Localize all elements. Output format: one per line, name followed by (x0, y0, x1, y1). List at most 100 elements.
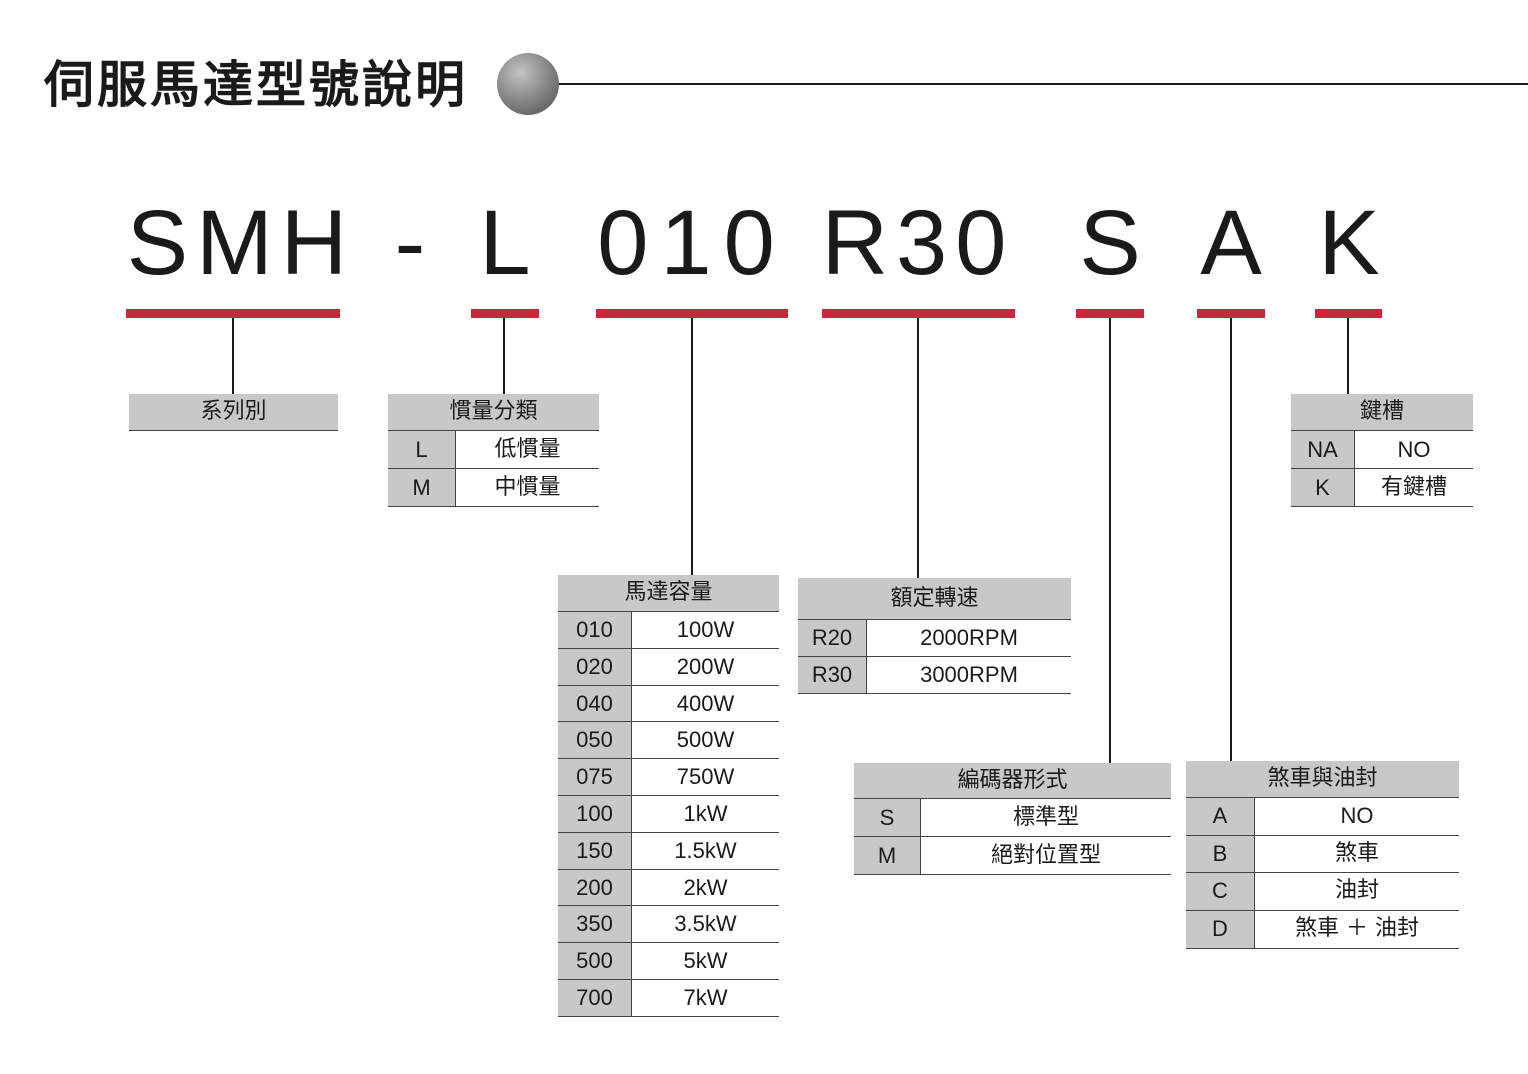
option-code: 040 (558, 685, 631, 722)
option-code: R20 (798, 620, 866, 656)
underline-inertia (471, 309, 539, 318)
option-code: 350 (558, 906, 631, 943)
table-header: 鍵槽 (1291, 394, 1473, 431)
option-code: 700 (558, 980, 631, 1016)
connector-capacity (691, 318, 693, 575)
connector-encoder (1109, 318, 1111, 763)
table-header: 系列別 (129, 394, 338, 431)
option-value: 2kW (631, 869, 779, 906)
row-divider (558, 831, 779, 833)
option-value: 100W (631, 612, 779, 648)
option-value: 3.5kW (631, 906, 779, 943)
option-value: NO (1354, 431, 1473, 468)
underline-keyway (1315, 309, 1382, 318)
row-divider (1291, 468, 1473, 469)
row-divider (558, 758, 779, 760)
connector-inertia (503, 318, 505, 395)
code-speed: R30 (821, 192, 1015, 294)
row-divider (1186, 947, 1459, 949)
option-value: 400W (631, 685, 779, 722)
option-code: 200 (558, 869, 631, 906)
option-code: K (1291, 469, 1354, 506)
table-header: 煞車與油封 (1186, 761, 1459, 798)
row-divider (558, 978, 779, 980)
option-value: 750W (631, 759, 779, 795)
option-code: S (854, 799, 920, 836)
option-code: 150 (558, 832, 631, 869)
option-value: 煞車 ＋ 油封 (1254, 911, 1459, 948)
option-value: 2000RPM (866, 620, 1071, 656)
underline-encoder (1076, 309, 1144, 318)
table-header: 編碼器形式 (854, 763, 1171, 799)
option-value: 有鍵槽 (1354, 469, 1473, 506)
option-value: 油封 (1254, 873, 1459, 911)
row-divider (854, 874, 1171, 875)
row-divider (558, 794, 779, 796)
option-value: 3000RPM (866, 657, 1071, 693)
table-series: 系列別 (129, 394, 338, 431)
title-divider (559, 83, 1528, 85)
connector-brake-seal (1230, 318, 1232, 761)
option-value: 煞車 (1254, 835, 1459, 873)
option-value: 7kW (631, 980, 779, 1016)
row-divider (388, 468, 599, 469)
option-value: 低慣量 (455, 431, 599, 468)
code-keyway: K (1318, 192, 1380, 294)
connector-speed (917, 318, 919, 578)
table-header: 馬達容量 (558, 575, 779, 612)
underline-brake-seal (1197, 309, 1265, 318)
underline-series (126, 309, 340, 318)
connector-series (232, 318, 234, 395)
option-code: B (1186, 835, 1254, 873)
option-code: 020 (558, 648, 631, 685)
row-divider (558, 647, 779, 649)
option-code: L (388, 431, 455, 468)
row-divider (798, 656, 1071, 657)
code-brake-seal: A (1200, 192, 1262, 294)
option-value: 1kW (631, 796, 779, 832)
option-value: 標準型 (920, 799, 1171, 836)
row-divider (1186, 872, 1459, 874)
row-divider (558, 868, 779, 870)
table-header: 慣量分類 (388, 394, 599, 431)
connector-keyway (1347, 318, 1349, 395)
option-code: 075 (558, 759, 631, 795)
row-divider (798, 693, 1071, 694)
code-inertia: L (479, 192, 531, 294)
row-divider (388, 506, 599, 507)
option-code: D (1186, 911, 1254, 948)
option-code: 500 (558, 943, 631, 979)
row-divider (558, 684, 779, 686)
option-code: M (388, 469, 455, 506)
option-code: M (854, 837, 920, 874)
page-title: 伺服馬達型號說明 (44, 56, 468, 114)
code-capacity: 010 (597, 192, 787, 294)
option-value: 1.5kW (631, 832, 779, 869)
option-code: C (1186, 873, 1254, 911)
option-code: NA (1291, 431, 1354, 468)
table-header: 額定轉速 (798, 578, 1071, 620)
code-encoder: S (1079, 192, 1141, 294)
underline-capacity (596, 309, 788, 318)
